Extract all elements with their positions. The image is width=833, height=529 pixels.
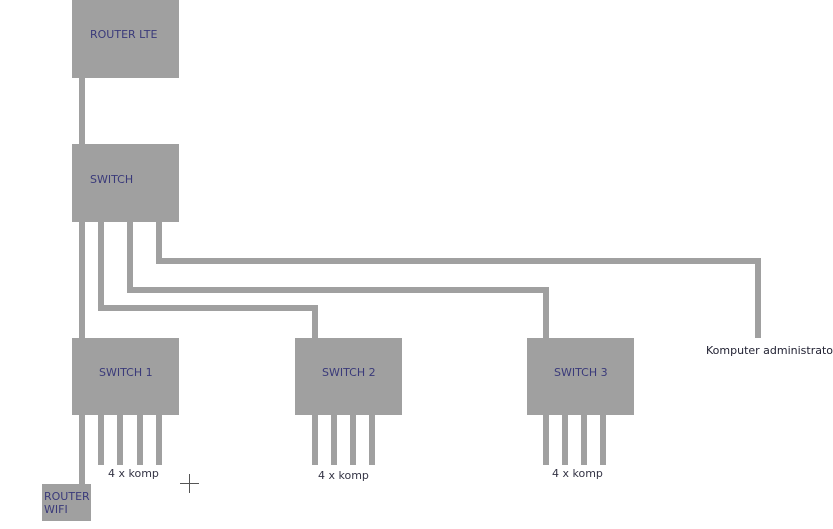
switch-main-label: SWITCH bbox=[90, 173, 134, 186]
switch1-label: SWITCH 1 bbox=[99, 366, 153, 379]
switch1-computers-label: 4 x komp bbox=[108, 467, 159, 480]
switch2-label: SWITCH 2 bbox=[322, 366, 376, 379]
router-lte-box[interactable]: ROUTER LTE bbox=[72, 0, 179, 78]
wire-switch-to-switch3 bbox=[127, 222, 549, 338]
switch2-box[interactable]: SWITCH 2 bbox=[295, 338, 402, 415]
router-lte-label: ROUTER LTE bbox=[90, 28, 158, 41]
switch3-box[interactable]: SWITCH 3 bbox=[527, 338, 634, 415]
switch3-label: SWITCH 3 bbox=[554, 366, 608, 379]
switch3-computers-label: 4 x komp bbox=[552, 467, 603, 480]
wire-switch-to-admin bbox=[156, 222, 761, 338]
switch-main-box[interactable]: SWITCH bbox=[72, 144, 179, 222]
router-wifi-box[interactable]: ROUTER WIFI bbox=[42, 484, 91, 521]
switch2-computers-label: 4 x komp bbox=[318, 469, 369, 482]
router-wifi-label-line2: WIFI bbox=[44, 503, 68, 516]
crosshair-cursor-icon bbox=[180, 474, 199, 493]
router-wifi-label-line1: ROUTER bbox=[44, 490, 90, 503]
switch1-box[interactable]: SWITCH 1 bbox=[72, 338, 179, 415]
wire-switch-to-switch2 bbox=[98, 222, 318, 338]
admin-computer-label: Komputer administratora bbox=[706, 344, 833, 357]
